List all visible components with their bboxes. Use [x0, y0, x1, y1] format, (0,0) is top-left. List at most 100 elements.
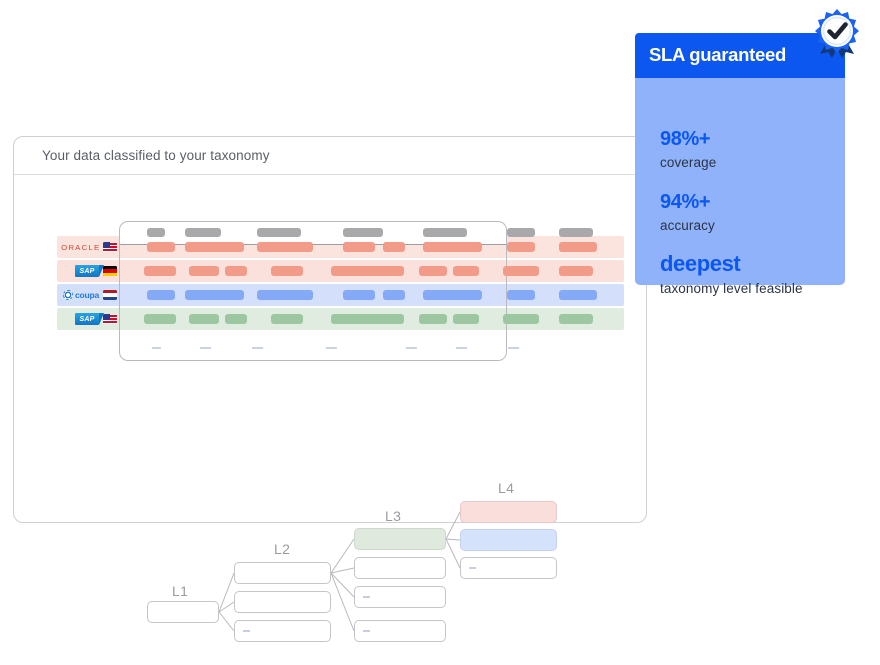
- table-cell-bar: [423, 242, 482, 252]
- flag-de-icon: [103, 266, 117, 276]
- taxonomy-node[interactable]: [354, 557, 446, 579]
- taxonomy-node[interactable]: [354, 620, 446, 642]
- table-cell-bar: [559, 314, 593, 324]
- table-footer-dash: [200, 347, 211, 349]
- vendor-logo-cell: SAP: [61, 310, 117, 328]
- tree-edge: [445, 511, 461, 540]
- table-cell-bar: [453, 266, 479, 276]
- table-cell-bar: [331, 314, 404, 324]
- verified-badge-svg: [815, 9, 859, 58]
- taxonomy-node[interactable]: [234, 562, 331, 584]
- sla-stat: 94%+ accuracy: [660, 192, 715, 233]
- taxonomy-node-placeholder: [363, 630, 370, 632]
- taxonomy-node-placeholder: [243, 630, 250, 632]
- table-footer-dash: [508, 347, 519, 349]
- verified-badge-icon: [806, 4, 868, 66]
- table-cell-bar: [271, 314, 303, 324]
- tree-edge: [330, 538, 355, 574]
- taxonomy-node[interactable]: [460, 501, 557, 523]
- taxonomy-node[interactable]: [354, 528, 446, 550]
- column-header-bar: [343, 228, 383, 237]
- sla-guarantee-card: SLA guaranteed 98%+ coverage 94%+ accuracy d…: [635, 33, 845, 295]
- tree-edge: [445, 538, 461, 541]
- table-cell-bar: [559, 242, 597, 252]
- column-header-bar: [147, 228, 165, 237]
- table-cell-bar: [507, 290, 535, 300]
- card-header: Your data classified to your taxonomy: [14, 137, 646, 175]
- tree-edge: [445, 538, 461, 569]
- taxonomy-node-placeholder: [363, 596, 370, 598]
- table-cell-bar: [257, 242, 313, 252]
- vendor-logo-cell: SAP: [61, 262, 117, 280]
- table-cell-bar: [185, 290, 244, 300]
- table-cell-bar: [383, 242, 405, 252]
- sla-card-header: SLA guaranteed: [635, 33, 845, 78]
- taxonomy-node[interactable]: [354, 586, 446, 608]
- table-cell-bar: [503, 314, 539, 324]
- sla-stat-value: 94%+: [660, 191, 711, 213]
- table-cell-bar: [343, 242, 375, 252]
- taxonomy-node-placeholder: [469, 567, 476, 569]
- table-cell-bar: [147, 242, 175, 252]
- tree-level-label: L3: [385, 508, 402, 524]
- table-cell-bar: [257, 290, 313, 300]
- tree-edge: [218, 572, 235, 613]
- table-cell-bar: [144, 266, 176, 276]
- sla-stat-caption: accuracy: [660, 218, 715, 233]
- sla-stat: deepest taxonomy level feasible: [660, 253, 803, 296]
- vendor-logo-cell: coupa: [61, 286, 117, 304]
- tree-edge: [330, 572, 355, 632]
- table-cell-bar: [453, 314, 479, 324]
- table-footer-dash: [326, 347, 337, 349]
- table-cell-bar: [189, 314, 219, 324]
- coupa-logo-icon: coupa: [62, 290, 99, 300]
- flag-us-icon: [103, 242, 117, 252]
- table-cell-bar: [419, 266, 447, 276]
- sla-stat-value: deepest: [660, 251, 741, 276]
- coupa-logo-text: coupa: [74, 290, 99, 300]
- flag-us-icon: [103, 314, 117, 324]
- tree-edge: [330, 572, 355, 598]
- data-classification-card: Your data classified to your taxonomy OR…: [13, 136, 648, 642]
- table-cell-bar: [185, 242, 244, 252]
- table-border-right: [506, 244, 507, 332]
- table-cell-bar: [225, 266, 247, 276]
- column-header-bar: [185, 228, 221, 237]
- column-header-bar: [423, 228, 467, 237]
- table-cell-bar: [507, 242, 535, 252]
- page-title: Your data classified to your taxonomy: [42, 148, 270, 163]
- taxonomy-node[interactable]: [234, 620, 331, 642]
- tree-edge: [218, 611, 235, 632]
- sla-stat-caption: taxonomy level feasible: [660, 281, 803, 296]
- table-cell-bar: [271, 266, 303, 276]
- table-cell-bar: [559, 290, 597, 300]
- table-cell-bar: [423, 290, 482, 300]
- column-header-bar: [507, 228, 535, 237]
- sap-logo-icon: SAP: [75, 265, 104, 277]
- taxonomy-node[interactable]: [147, 601, 219, 623]
- tree-level-label: L2: [274, 541, 291, 557]
- sla-stat-value: 98%+: [660, 128, 711, 150]
- column-header-bar: [257, 228, 301, 237]
- table-footer-dash: [152, 347, 161, 349]
- table-footer-dash: [406, 347, 417, 349]
- table-cell-bar: [147, 290, 175, 300]
- sla-stat: 98%+ coverage: [660, 129, 716, 170]
- coupa-gear-icon: [62, 290, 73, 300]
- taxonomy-node[interactable]: [234, 591, 331, 613]
- table-footer-dash: [252, 347, 263, 349]
- table-cell-bar: [383, 290, 405, 300]
- table-cell-bar: [331, 266, 404, 276]
- sap-logo-icon: SAP: [75, 313, 104, 325]
- sla-stat-caption: coverage: [660, 155, 717, 170]
- table-cell-bar: [503, 266, 539, 276]
- oracle-logo-icon: ORACLE: [60, 242, 100, 252]
- table-cell-bar: [419, 314, 447, 324]
- taxonomy-node[interactable]: [460, 529, 557, 551]
- table-cell-bar: [144, 314, 176, 324]
- column-header-bar: [559, 228, 593, 237]
- taxonomy-node[interactable]: [460, 557, 557, 579]
- table-cell-bar: [559, 266, 593, 276]
